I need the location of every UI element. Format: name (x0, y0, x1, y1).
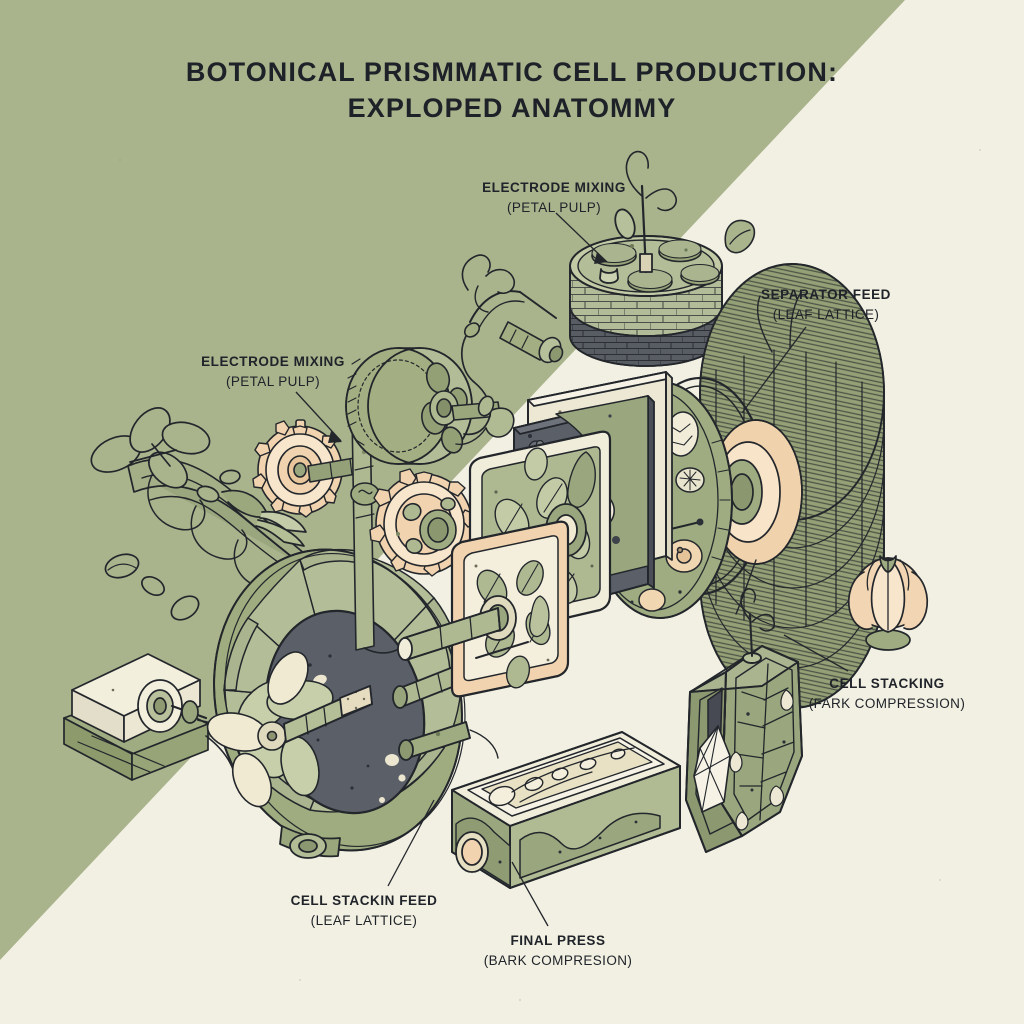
leaf-radial-wheel (206, 548, 481, 859)
connector-shaft (475, 641, 529, 659)
valve-nozzle (461, 254, 564, 364)
plate-peach-frame (397, 520, 570, 698)
floating-leaf-top (724, 219, 756, 254)
gear-train (252, 254, 564, 654)
leader-cell-stackin-feed (387, 799, 435, 887)
gear-small (252, 419, 348, 518)
pulley-drum (345, 347, 515, 465)
leader-separator-feed (741, 326, 807, 414)
page-title: BOTONICAL PRISMMATIC CELL PRODUCTION: EX… (0, 55, 1024, 126)
feed-block (63, 653, 267, 781)
leader-electrode-mixing-left (295, 391, 342, 442)
gear-large (369, 468, 478, 577)
vine-leaf-cluster (90, 407, 211, 489)
leader-final-press (511, 861, 549, 927)
title-line-1: BOTONICAL PRISMMATIC CELL PRODUCTION: (185, 57, 839, 87)
lotus-bud (847, 555, 929, 651)
floating-leaf (104, 553, 140, 579)
leader-lines (295, 212, 849, 927)
final-press-bar (398, 721, 681, 889)
title-line-2: EXPLOPED ANATOMMY (347, 92, 677, 123)
mixing-drum-top (569, 150, 723, 367)
flower-rosette-hub (206, 651, 334, 808)
prismatic-cell-module (685, 588, 803, 853)
leader-cell-stacking (783, 634, 849, 672)
